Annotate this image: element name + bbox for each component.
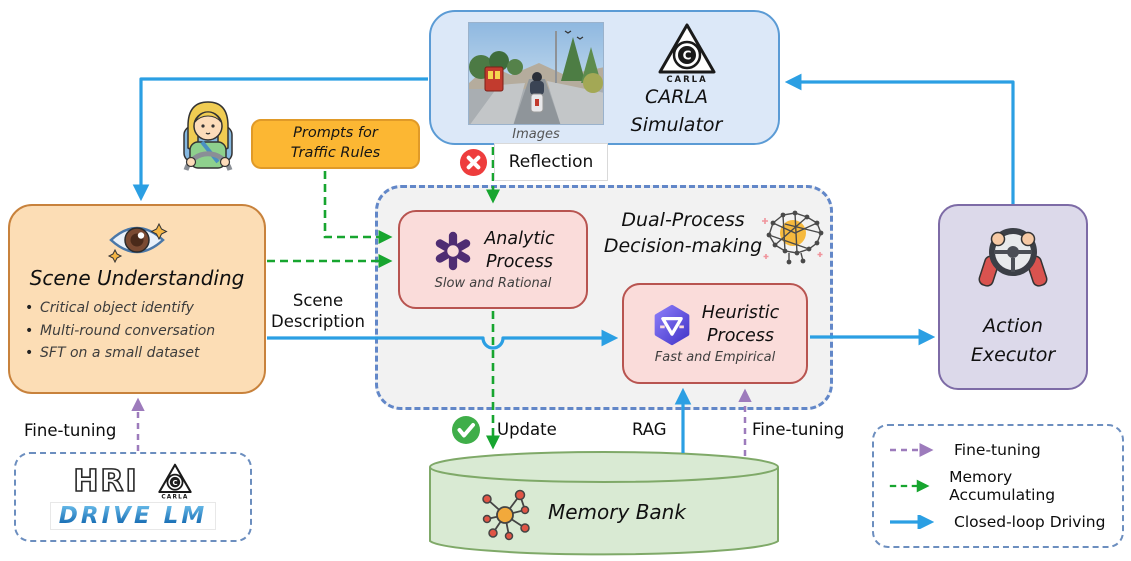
closed-loop-arrow-sample: [890, 515, 935, 529]
heuristic-title-line2: Process: [706, 326, 775, 346]
neural-network-icon: [760, 208, 826, 268]
bullet-multi-round: Multi-round conversation: [25, 320, 258, 343]
bullet-critical-object: Critical object identify: [25, 297, 258, 320]
update-label: Update: [497, 420, 557, 439]
analytic-process-subtitle: Slow and Rational: [434, 275, 552, 291]
images-caption: Images: [512, 127, 560, 142]
reflection-label: Reflection: [494, 143, 608, 181]
legend-box: Fine-tuning Memory Accumulating Closed-l…: [872, 424, 1124, 548]
camera-images-thumbnail: [468, 22, 604, 125]
scene-understanding-box: Scene Understanding Critical object iden…: [8, 204, 266, 394]
steering-wheel-icon: [978, 226, 1048, 290]
analytic-process-box: Analytic Process Slow and Rational: [398, 210, 588, 309]
action-title-line2: Executor: [970, 343, 1056, 366]
dual-process-title-line1: Dual-Process: [621, 209, 745, 231]
heuristic-process-title: Heuristic Process: [702, 302, 780, 348]
green-check-icon: [451, 415, 481, 445]
analytic-process-title: Analytic Process: [484, 228, 554, 274]
scene-understanding-title: Scene Understanding: [29, 266, 245, 290]
prompts-line1: Prompts for: [293, 125, 378, 142]
prompts-line2: Traffic Rules: [290, 145, 381, 161]
llm-logo-icon: [651, 304, 693, 346]
memory-accumulating-arrow-sample: [889, 479, 930, 493]
action-executor-box: Action Executor: [938, 204, 1088, 390]
openai-logo-icon: [431, 229, 475, 273]
action-title-line1: Action: [983, 315, 1043, 337]
driver-avatar-icon: [172, 96, 244, 176]
carla-logo-icon: C CARLA: [656, 22, 718, 84]
fine-tuning-left-label: Fine-tuning: [24, 421, 117, 440]
fine-tuning-arrow-sample: [890, 443, 934, 457]
legend-label-fine-tuning: Fine-tuning: [954, 441, 1041, 459]
knowledge-graph-icon: [478, 486, 534, 544]
dataset-logos-box: HRI C CARLA DRIVE LM: [14, 452, 252, 542]
memory-bank-label: Memory Bank: [548, 500, 686, 524]
driving-scene-image: [469, 23, 603, 124]
heuristic-process-subtitle: Fast and Empirical: [654, 349, 776, 365]
red-cross-icon: [459, 148, 488, 177]
svg-text:C: C: [172, 479, 177, 487]
carla-title-line2: Simulator: [630, 113, 723, 136]
dual-process-title: Dual-Process Decision-making: [592, 208, 774, 259]
heuristic-process-box: Heuristic Process Fast and Empirical: [622, 283, 808, 384]
hri-logo: HRI: [73, 463, 139, 500]
scene-description-line2: Description: [271, 312, 365, 332]
drivelm-logo: DRIVE LM: [49, 502, 217, 530]
action-executor-title: Action Executor: [940, 312, 1086, 369]
scene-description-line1: Scene: [292, 291, 344, 310]
svg-text:CARLA: CARLA: [161, 494, 188, 500]
legend-item-fine-tuning: Fine-tuning: [888, 441, 1108, 459]
carla-simulator-title: CARLA Simulator: [599, 84, 754, 139]
fine-tuning-mid-label: Fine-tuning: [752, 420, 845, 439]
memory-bank-cylinder: [428, 450, 780, 558]
carla-title-line1: CARLA: [644, 86, 709, 108]
bullet-sft: SFT on a small dataset: [25, 342, 258, 365]
carla-simulator-box: Images C CARLA CARLA Simulator: [429, 10, 780, 145]
svg-text:C: C: [683, 49, 692, 63]
arrow-action-to-carla: [784, 73, 1015, 204]
svg-text:CARLA: CARLA: [666, 75, 707, 84]
dual-process-title-line2: Decision-making: [603, 234, 763, 257]
legend-item-closed-loop: Closed-loop Driving: [888, 513, 1108, 531]
legend-label-memory-accumulating: Memory Accumulating: [949, 468, 1056, 504]
scene-description-label: Scene Description: [260, 290, 376, 333]
carla-logo-small-icon: C CARLA: [157, 460, 193, 502]
analytic-title-line2: Process: [485, 252, 554, 272]
scene-understanding-bullets: Critical object identify Multi-round con…: [10, 297, 264, 365]
analytic-title-line1: Analytic: [484, 229, 555, 250]
prompts-traffic-rules-box: Prompts for Traffic Rules: [251, 119, 420, 169]
heuristic-title-line1: Heuristic: [701, 303, 780, 324]
rag-label: RAG: [632, 420, 667, 439]
eye-icon: [105, 216, 169, 264]
legend-label-closed-loop: Closed-loop Driving: [954, 513, 1106, 531]
legend-item-memory-accumulating: Memory Accumulating: [888, 468, 1108, 504]
